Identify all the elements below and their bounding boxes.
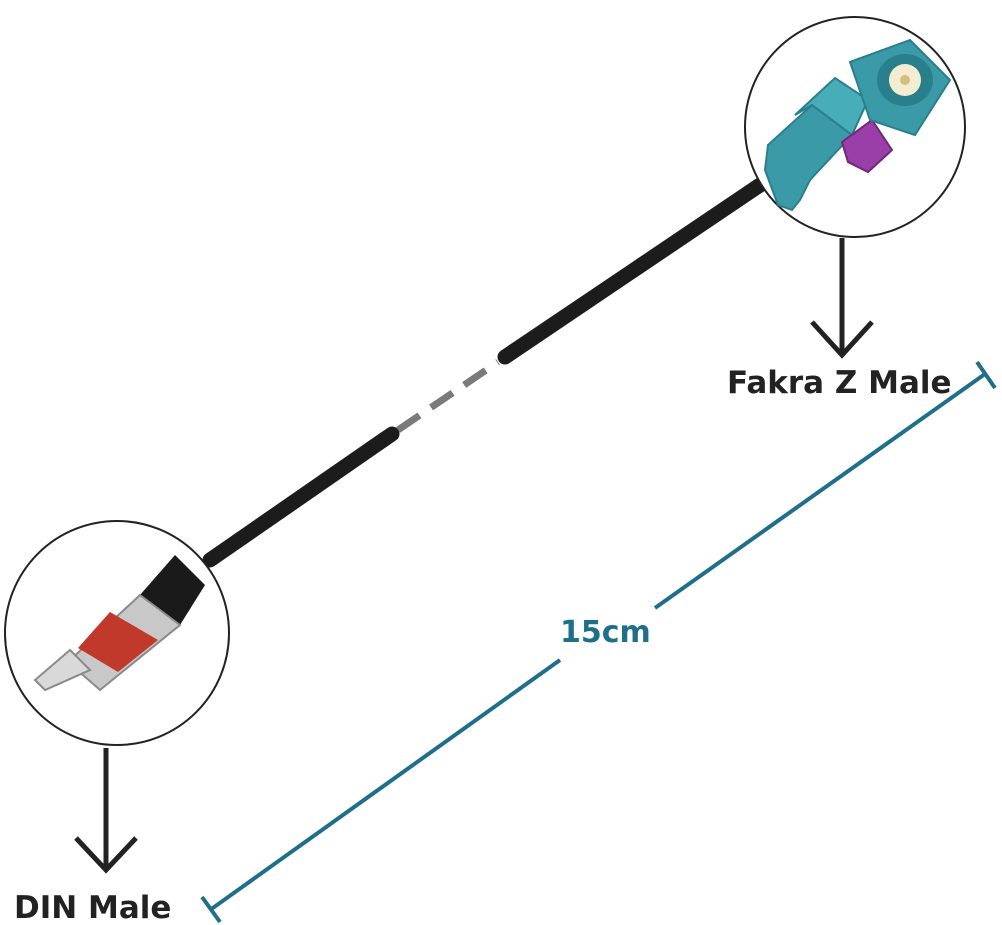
length-label: 15cm bbox=[560, 615, 651, 650]
cable-break bbox=[396, 359, 500, 433]
cable-upper bbox=[497, 177, 768, 365]
arrow-down-icon bbox=[810, 238, 874, 359]
din-label: DIN Male bbox=[14, 890, 171, 925]
fakra-label: Fakra Z Male bbox=[727, 365, 952, 401]
dimension-line bbox=[200, 360, 997, 924]
cable-lower bbox=[202, 426, 400, 568]
fakra-connector bbox=[744, 16, 966, 238]
arrow-down-icon bbox=[74, 748, 138, 874]
din-connector bbox=[4, 520, 230, 746]
